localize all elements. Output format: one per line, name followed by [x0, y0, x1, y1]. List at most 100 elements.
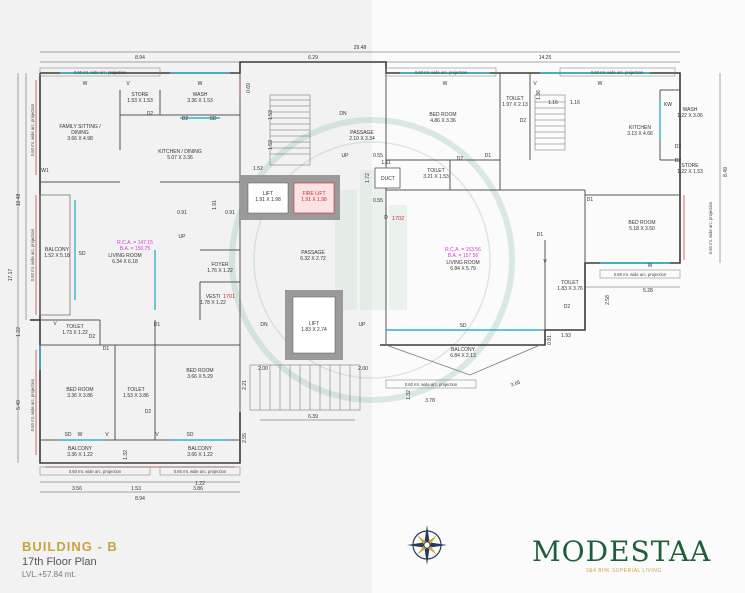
mark-d: D — [384, 215, 388, 221]
room-wash-l-name: WASH — [193, 92, 208, 98]
mark-w6: W — [78, 432, 83, 438]
unit-right-rca: R.C.A. = 153.56 — [445, 247, 481, 253]
room-toilet-r2-name: TOILET — [427, 168, 444, 174]
room-fire-lift-size: 1.91 X 1.98 — [301, 197, 327, 203]
unit-right-number: 1702 — [392, 216, 404, 222]
logo-tagline: 3&4 BHK SUPERIAL LIVING — [586, 568, 662, 574]
room-balcony-l-size: 1.52 X 5.18 — [44, 253, 70, 259]
dim-bottom-total: 8.94 — [135, 496, 145, 502]
proj-left-side1: 0.60 mt. wide arc. projection — [30, 103, 35, 156]
dim-055a: 0.55 — [373, 153, 383, 159]
mark-d2f: D2 — [675, 158, 682, 164]
dim-left-c: 1.22 — [16, 327, 22, 337]
mark-d1e: D1 — [537, 232, 544, 238]
dim-528: 5.28 — [643, 288, 653, 294]
mark-sd2: SD — [65, 432, 72, 438]
unit-right-ba: B.A. = 157.56 — [448, 253, 479, 259]
room-living-r-name: LIVING ROOM — [446, 260, 479, 266]
room-family-name: FAMILY SITTING / — [59, 124, 101, 130]
room-toilet-l2-name: TOILET — [127, 387, 144, 393]
room-lift1-name: LIFT — [263, 191, 273, 197]
mark-d1c: D1 — [485, 153, 492, 159]
proj-balcony-right: 0.60 mt. wide arc. projection — [614, 272, 667, 277]
compass-icon — [407, 525, 447, 565]
room-labels: FAMILY SITTING / DINING 3.66 X 4.98 STOR… — [44, 92, 703, 458]
room-toilet-r2-size: 3.21 X 1.53 — [423, 174, 449, 180]
room-vesti-size: 1.78 X 1.22 — [200, 300, 226, 306]
room-wash-r-size: 1.22 X 3.06 — [677, 113, 703, 119]
dim-258: 2.58 — [605, 295, 611, 305]
proj-top-right1: 0.60 mt. wide arc. projection — [415, 70, 468, 75]
dim-122: 1.22 — [195, 481, 205, 487]
room-bed-r1-size: 4.86 X 3.36 — [430, 118, 456, 124]
unit-left-number: 1701 — [223, 294, 235, 300]
room-toilet-r3-name: TOILET — [561, 280, 578, 286]
mark-v1: V — [126, 81, 130, 87]
room-bed-r1-name: BED ROOM — [429, 112, 456, 118]
room-wash-r-name: WASH — [683, 107, 698, 113]
mark-w2: W — [198, 81, 203, 87]
room-bed-l2-size: 3.66 X 5.29 — [187, 374, 213, 380]
room-store-r-size: 1.22 X 1.53 — [677, 169, 703, 175]
room-kitchen-l-name: KITCHEN / DINING — [158, 149, 202, 155]
dim-bottom-c: 3.86 — [193, 486, 203, 492]
room-duct-name: DUCT — [381, 176, 395, 182]
room-family-name2: DINING — [71, 130, 89, 136]
proj-bottom-left1: 0.60 mt. wide arc. projection — [69, 469, 122, 474]
mark-w3: W — [443, 81, 448, 87]
mark-d1a: D1 — [154, 322, 161, 328]
room-balcony-l2-name: BALCONY — [68, 446, 93, 452]
dim-left-b: 17.17 — [8, 269, 14, 282]
room-lift1-size: 1.91 X 1.98 — [255, 197, 281, 203]
mark-w1: W — [83, 81, 88, 87]
dim-136: 1.36 — [536, 90, 542, 100]
room-bed-l1-size: 3.36 X 3.86 — [67, 393, 93, 399]
room-balcony-l3-size: 3.66 X 1.22 — [187, 452, 213, 458]
dim-221: 2.21 — [242, 380, 248, 390]
room-store-l-name: STORE — [131, 92, 149, 98]
mark-d1d: D1 — [587, 197, 594, 203]
proj-bottom-left2: 0.60 mt. wide arc. projection — [174, 469, 227, 474]
mark-d2c: D2 — [89, 334, 96, 340]
mark-sd4: SD — [210, 116, 217, 122]
dim-111: 1.11 — [381, 160, 391, 166]
proj-top-left: 0.60 mt. wide arc. projection — [74, 70, 127, 75]
room-kitchen-r-size: 3.13 X 4.66 — [627, 131, 653, 137]
room-bed-l1-name: BED ROOM — [66, 387, 93, 393]
mark-up3: UP — [359, 322, 367, 328]
dim-091a: 0.91 — [177, 210, 187, 216]
room-balcony-l2-size: 3.36 X 1.22 — [67, 452, 93, 458]
dim-top-left: 8.94 — [135, 55, 145, 61]
room-lift2-name: LIFT — [309, 321, 319, 327]
mark-sd1: SD — [79, 251, 86, 257]
mark-d2h: D2 — [675, 144, 682, 150]
room-kitchen-l-size: 5.07 X 3.36 — [167, 155, 193, 161]
opening-marks: W W W W W W W1 KW D2 D2 D2 D2 D2 D2 D2 D… — [41, 81, 681, 438]
mark-w1-label: W1 — [41, 168, 49, 174]
unit-labels: 1701 R.C.A. = 147.15 B.A. = 150.75 1702 … — [117, 216, 481, 300]
staircase — [249, 94, 566, 411]
room-kitchen-r-name: KITCHEN — [629, 125, 651, 131]
room-lift2-size: 1.83 X 2.74 — [301, 327, 327, 333]
dimension-labels: 29.48 8.94 6.29 14.25 10.48 17.17 1.22 5… — [8, 45, 729, 502]
dim-378: 3.78 — [425, 398, 435, 404]
mark-v3: V — [155, 432, 159, 438]
mark-dn2: DN — [260, 322, 268, 328]
projection-boxes — [39, 67, 681, 476]
balcony-outlines — [39, 194, 541, 376]
room-store-l-size: 1.53 X 1.53 — [127, 98, 153, 104]
dim-153a: 1.53 — [268, 110, 274, 120]
room-balcony-r-name: BALCONY — [451, 347, 476, 353]
room-passage-mid-size: 6.32 X 2.72 — [300, 256, 326, 262]
mark-up1: UP — [342, 153, 350, 159]
room-vesti-name: VESTI — [206, 294, 220, 300]
room-foyer-name: FOYER — [211, 262, 229, 268]
room-bed-l2-name: BED ROOM — [186, 368, 213, 374]
modestaa-logo: MODESTAA 3&4 BHK SUPERIAL LIVING — [532, 530, 722, 580]
mark-d2b: D2 — [182, 116, 189, 122]
mark-d2g: D2 — [520, 118, 527, 124]
level-label: LVL.+57.84 mt. — [22, 570, 76, 579]
room-living-l-name: LIVING ROOM — [108, 253, 141, 259]
dim-365: 3.65 — [510, 380, 521, 389]
